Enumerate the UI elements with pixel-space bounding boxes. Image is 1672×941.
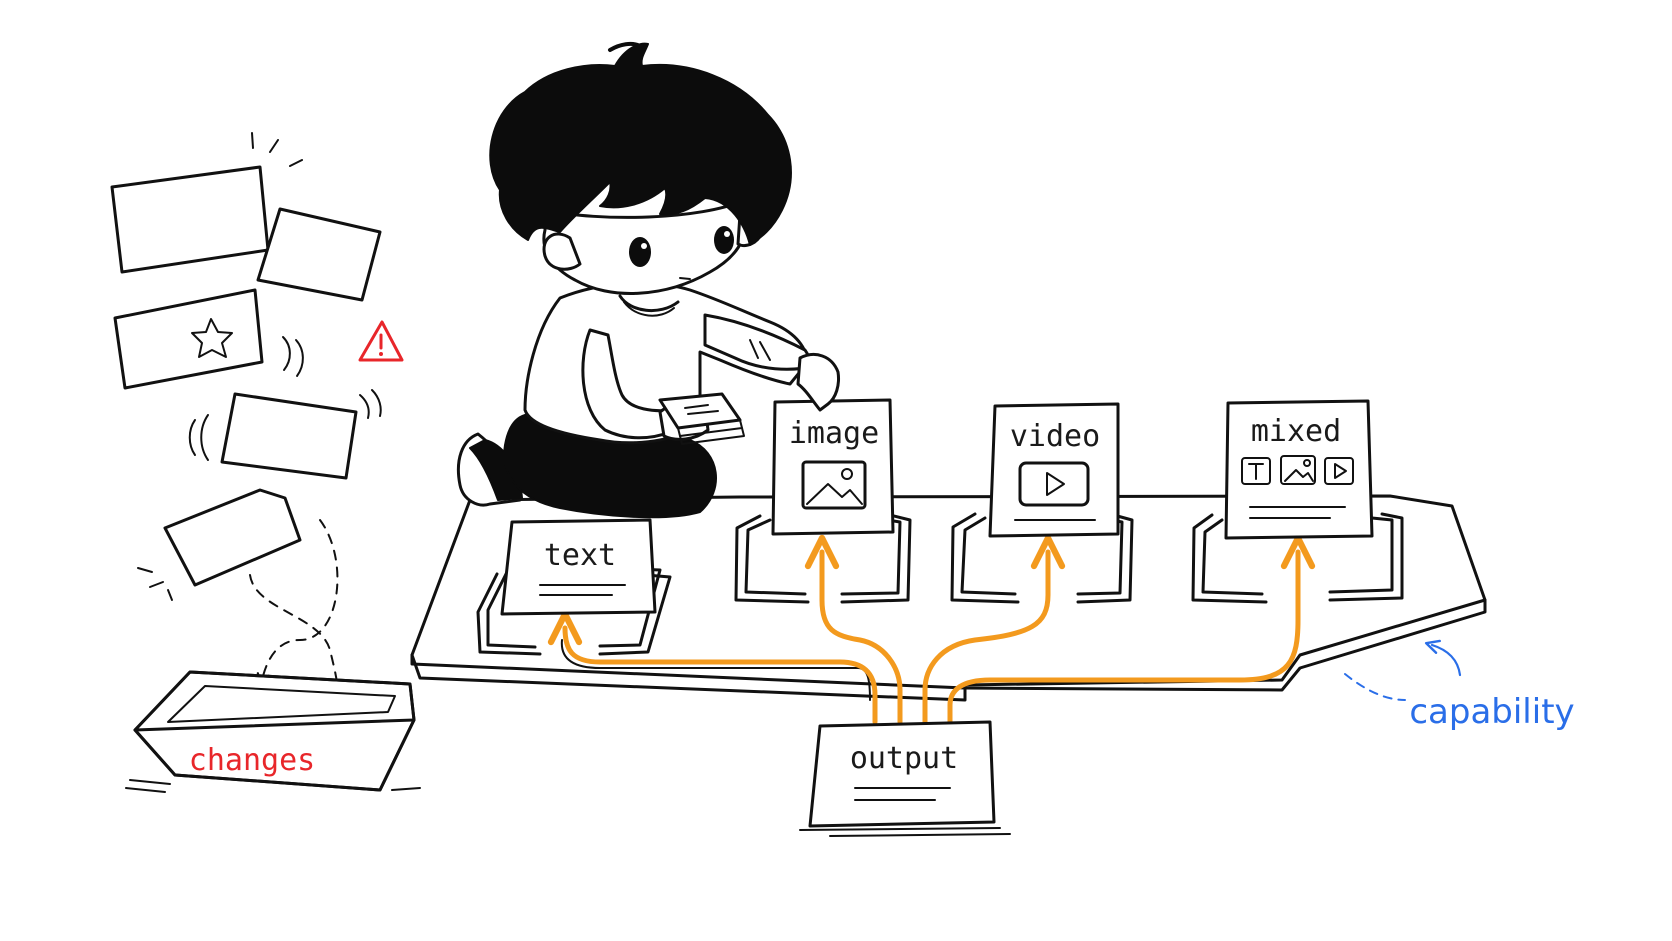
card-image-label: image	[789, 416, 879, 451]
child-figure	[456, 41, 840, 519]
text-icon	[1241, 457, 1271, 485]
play-icon	[1324, 457, 1354, 485]
star-icon	[191, 318, 233, 358]
card-mixed[interactable]: mixed	[1224, 399, 1374, 540]
play-icon	[1018, 461, 1090, 507]
picture-icon	[801, 460, 867, 510]
warning-icon	[358, 320, 404, 362]
capability-board	[410, 494, 1487, 702]
card-text[interactable]: text	[500, 518, 657, 616]
slot-frame-mixed	[1191, 512, 1404, 604]
discarded-cards	[110, 132, 382, 722]
output-label: output	[850, 741, 958, 776]
card-stack	[658, 392, 745, 445]
card-text-label: text	[544, 538, 616, 573]
capability-annotation: capability	[1344, 639, 1575, 732]
card-image[interactable]: image	[771, 398, 895, 536]
picture-icon	[1280, 455, 1316, 485]
capability-label: capability	[1409, 692, 1574, 732]
star-card	[113, 288, 264, 390]
card-video[interactable]: video	[988, 402, 1120, 538]
output-flows	[547, 534, 1316, 725]
output-card[interactable]: output	[799, 720, 1011, 837]
card-mixed-label: mixed	[1251, 414, 1341, 449]
card-video-label: video	[1010, 419, 1100, 454]
bin-label: changes	[189, 743, 315, 778]
changes-bin: changes	[125, 670, 421, 793]
